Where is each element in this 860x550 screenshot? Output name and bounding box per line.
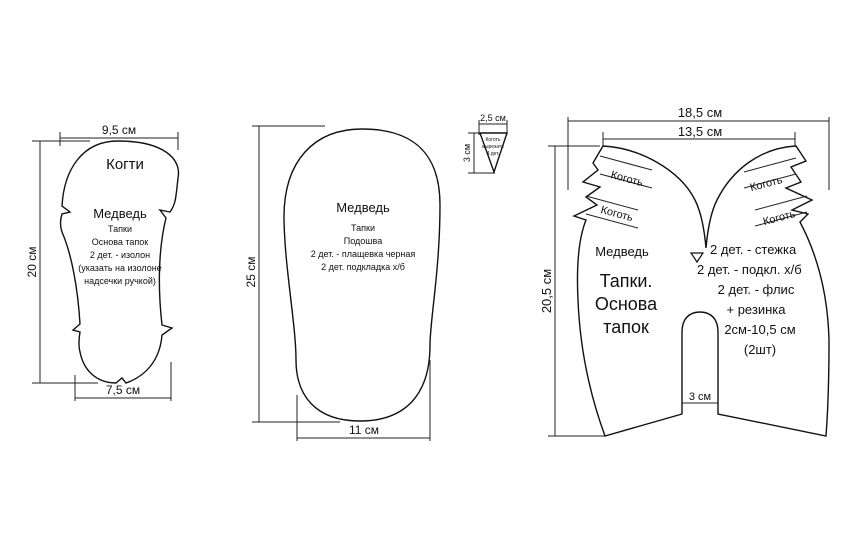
dim-label-bottom-width: 7,5 см	[106, 383, 140, 397]
big-title-line: Основа	[595, 294, 658, 314]
note-line: (2шт)	[744, 342, 776, 357]
big-title-line: тапок	[603, 317, 649, 337]
claw-guide-line	[599, 173, 653, 189]
dim-label-height: 20 см	[25, 247, 39, 278]
note-line: 2 дет. - подкл. х/б	[697, 262, 802, 277]
note-line: 2 дет. - стежка	[710, 242, 797, 257]
upper-outline	[572, 145, 830, 437]
claws-label: Когти	[106, 156, 144, 173]
fold-mark-icon	[689, 252, 705, 264]
claw-outline	[479, 132, 508, 175]
claw-guide-line	[599, 155, 653, 171]
piece-title: Медведь	[595, 244, 649, 259]
dim-label-outer-width: 18,5 см	[678, 105, 722, 120]
dim-label-width: 11 см	[349, 423, 379, 437]
note-line: Основа тапок	[92, 237, 149, 247]
piece-claw: 2,5 см 3 см Коготь вырезать 4 дет.	[462, 113, 508, 175]
piece-sole: 25 см 11 см Медведь Тапки Подошва 2 дет.…	[244, 125, 441, 441]
dim-label-height: 25 см	[244, 257, 258, 288]
note-line: Тапки	[351, 223, 375, 233]
dim-label-slot-width: 3 см	[689, 391, 711, 403]
note-line: 2см-10,5 см	[724, 322, 795, 337]
dim-label-height: 3 см	[462, 144, 472, 162]
sole-outline	[283, 128, 441, 422]
note-line: (указать на изолоне	[78, 263, 161, 273]
note-line: Подошва	[344, 236, 382, 246]
dim-label-width: 2,5 см	[480, 113, 506, 123]
claw-guide-line	[743, 157, 797, 173]
note-line: + резинка	[727, 302, 787, 317]
claw-guide-line	[585, 213, 639, 229]
insole-outline	[59, 140, 180, 384]
piece-insole-base: 9,5 см 20 см 7,5 см Когти Медведь Тапки …	[25, 123, 180, 401]
note-line: вырезать	[482, 144, 504, 150]
dim-label-height: 20,5 см	[539, 269, 554, 313]
claw-guide-line	[585, 195, 639, 211]
piece-slipper-upper: 18,5 см 13,5 см 20,5 см Коготь Коготь Ко…	[539, 105, 830, 437]
note-line: 2 дет. подкладка х/б	[321, 262, 405, 272]
big-title-line: Тапки.	[600, 271, 653, 291]
claw-guide-line	[754, 211, 808, 227]
note-line: 2 дет. - флис	[718, 282, 795, 297]
claw-guide-line	[754, 195, 808, 211]
note-line: 4 дет.	[487, 151, 500, 157]
dim-label-top-width: 9,5 см	[102, 123, 136, 137]
note-line: Коготь	[486, 137, 501, 143]
note-line: надсечки ручкой)	[84, 276, 156, 286]
note-line: 2 дет. - плащевка черная	[311, 249, 416, 259]
piece-title: Медведь	[336, 200, 390, 215]
piece-title: Медведь	[93, 206, 147, 221]
note-line: Тапки	[108, 224, 132, 234]
note-line: 2 дет. - изолон	[90, 250, 150, 260]
dim-label-inner-width: 13,5 см	[678, 124, 722, 139]
claw-guide-line	[743, 173, 797, 189]
